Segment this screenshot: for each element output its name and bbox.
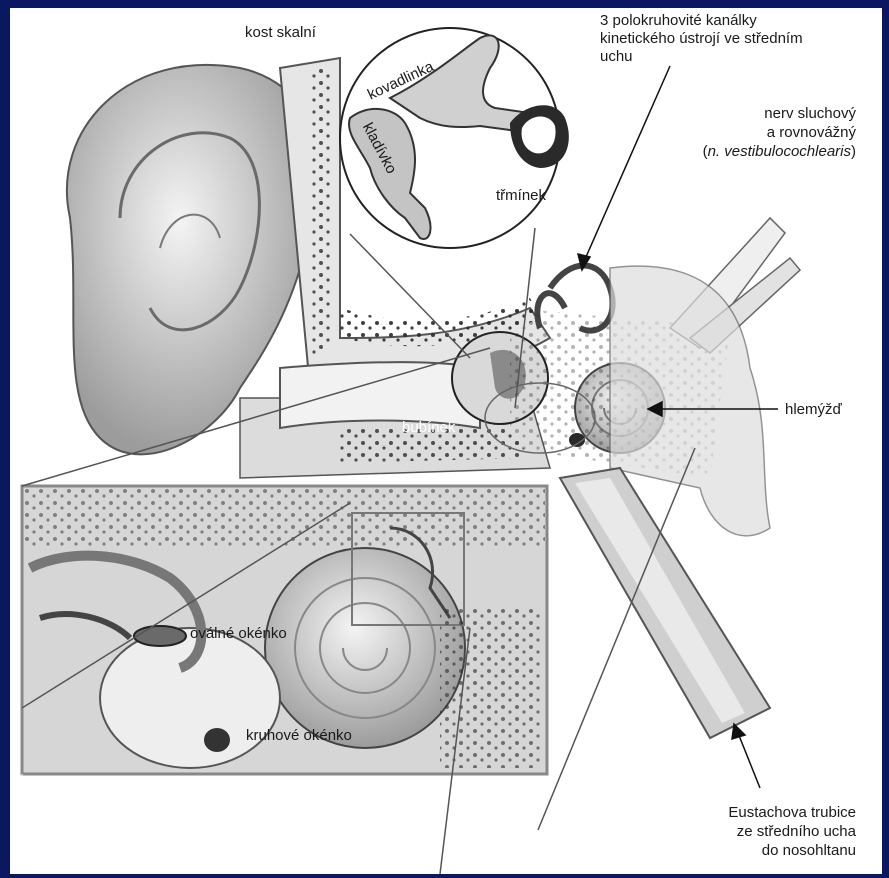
ear-anatomy-illustration: kost skalní 3 polokruhovité kanálky kine… [10,8,882,874]
label-kanalky-line2: kinetického ústrojí ve středním [600,30,803,48]
label-nerv-line2: a rovnovážný [767,124,856,142]
ear-drawing [10,8,882,874]
label-kruhove-okenko: kruhové okénko [246,727,352,745]
label-eustach-line1: Eustachova trubice [728,804,856,822]
label-nerv-paren-close: ) [851,143,856,160]
label-nerv-line3: (n. vestibulocochlearis) [703,143,856,161]
label-trminek: třmínek [496,187,546,205]
label-hlemyzd: hlemýžď [785,401,842,419]
label-bubinek: bubínek [402,419,455,437]
label-kanalky-line1: 3 polokruhovité kanálky [600,12,757,30]
label-kost-skalni: kost skalní [245,24,316,42]
label-eustach-line3: do nosohltanu [762,842,856,860]
vestibule [100,628,280,768]
label-eustach-line2: ze středního ucha [737,823,856,841]
label-nerv-latin: n. vestibulocochlearis [708,143,851,160]
label-nerv-line1: nerv sluchový [764,105,856,123]
label-kanalky-line3: uchu [600,48,633,66]
round-window [204,728,230,752]
oval-window [134,626,186,646]
label-ovalne-okenko: oválné okénko [190,625,287,643]
